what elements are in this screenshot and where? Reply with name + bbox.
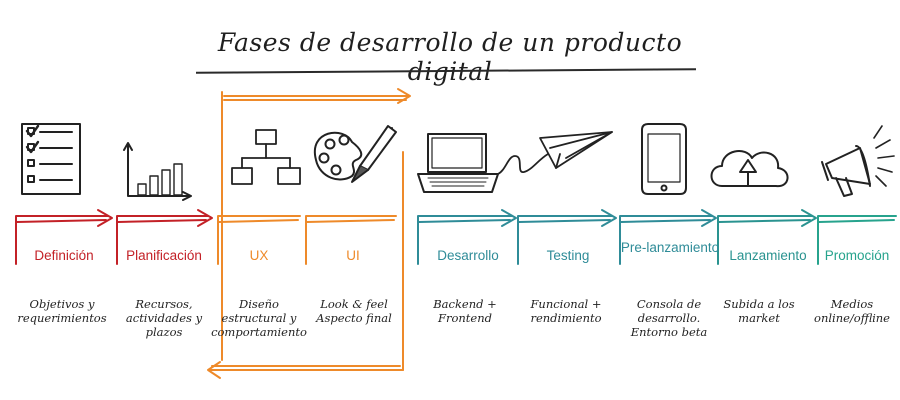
phase-label-lanzamiento: Lanzamiento	[729, 248, 807, 263]
phase-label-planificacion: Planificación	[126, 248, 202, 263]
paper-plane-icon	[497, 131, 613, 175]
phase-arrow-pre-lanzamiento	[619, 209, 717, 265]
phase-arrow-desarrollo	[417, 209, 517, 265]
phase-arrow-promocion	[817, 215, 897, 265]
phase-desc-testing: Funcional + rendimiento	[530, 297, 602, 325]
laptop-icon	[417, 133, 499, 193]
phase-desc-ui: Look & feel Aspecto final	[316, 297, 392, 325]
cloud-upload-icon	[710, 150, 789, 188]
phase-desc-ux: Diseño estructural y comportamiento	[211, 297, 307, 339]
phase-desc-lanzamiento: Subida a los market	[723, 297, 795, 325]
phase-label-desarrollo: Desarrollo	[437, 248, 499, 263]
smartphone-icon	[641, 123, 687, 195]
phase-desc-definicion: Objetivos y requerimientos	[17, 297, 107, 325]
phase-arrow-ux	[217, 215, 301, 265]
phase-desc-planificacion: Recursos, actividades y plazos	[125, 297, 203, 339]
phase-desc-desarrollo: Backend + Frontend	[433, 297, 497, 325]
checklist-icon	[21, 123, 81, 195]
phase-arrows	[15, 209, 897, 265]
flowchart-icon	[231, 129, 301, 185]
bar-chart-icon	[123, 142, 192, 201]
phase-label-ux: UX	[249, 248, 269, 263]
phase-label-pre-lanzamiento: Pre-lanzamiento	[620, 240, 720, 255]
ux-ui-iteration-loop	[207, 88, 411, 379]
palette-icon	[313, 125, 397, 183]
phase-label-definicion: Definición	[34, 248, 94, 263]
phase-arrow-ui	[305, 215, 397, 265]
phase-label-ui: UI	[346, 248, 360, 263]
phase-arrow-testing	[517, 209, 617, 265]
phase-label-testing: Testing	[546, 248, 590, 263]
phase-desc-promocion: Medios online/offline	[814, 297, 890, 325]
phase-desc-pre-lanzamiento: Consola de desarrollo. Entorno beta	[630, 297, 708, 339]
phase-arrow-lanzamiento	[717, 209, 817, 265]
diagram-title: Fases de desarrollo de un producto digit…	[217, 28, 683, 86]
phase-arrow-definicion	[15, 209, 113, 265]
phase-arrow-planificacion	[116, 209, 213, 265]
megaphone-icon	[821, 125, 895, 197]
phase-label-promocion: Promoción	[824, 248, 890, 263]
